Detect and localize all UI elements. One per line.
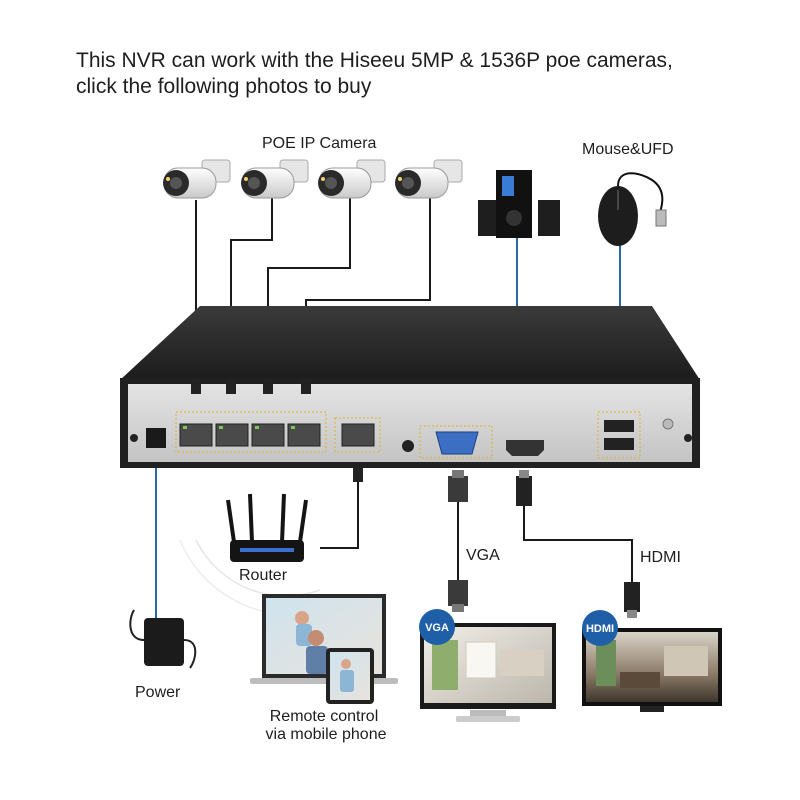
mouse-ufd-label: Mouse&UFD: [582, 141, 674, 158]
headline: This NVR can work with the Hiseeu 5MP & …: [76, 48, 776, 100]
poe-camera-1: [163, 159, 231, 199]
hdmi-badge: HDMI: [582, 610, 618, 646]
poe-camera-4: [395, 159, 463, 199]
usb-flash-drive-icon: [655, 209, 667, 227]
router-cable: [320, 470, 359, 549]
mobile-phone-icon: [326, 648, 374, 704]
hdmi-cable: [523, 505, 633, 582]
poe-camera-2: [241, 159, 309, 199]
speaker-icon: [478, 170, 560, 238]
vga-plug-top: [448, 470, 468, 502]
nvr-recorder: [120, 306, 700, 468]
remote-control-label-line-1: Remote control: [269, 708, 379, 725]
dc-power-port: [146, 428, 166, 448]
usb-port-1: [604, 420, 634, 432]
hdmi-label: HDMI: [640, 549, 681, 566]
mouse-icon: [598, 172, 664, 246]
hdmi-port: [506, 440, 544, 456]
hdmi-plug-top: [516, 470, 532, 506]
router-icon: [179, 493, 331, 616]
hdmi-plug-bottom: [624, 582, 640, 618]
headline-line-1: This NVR can work with the Hiseeu 5MP & …: [76, 49, 673, 72]
lan-port: [341, 423, 375, 447]
router-label: Router: [239, 567, 288, 584]
vga-badge-text: VGA: [425, 622, 449, 634]
vga-label: VGA: [466, 547, 500, 564]
power-adapter-icon: [129, 609, 197, 669]
power-label: Power: [135, 684, 181, 701]
vga-port: [435, 431, 479, 455]
poe-camera-3: [318, 159, 386, 199]
headline-line-2: click the following photos to buy: [76, 75, 372, 98]
poe-camera-label: POE IP Camera: [262, 135, 377, 152]
vga-plug-bottom: [448, 580, 468, 612]
poe-ports: [179, 423, 321, 447]
laptop-icon: [250, 594, 398, 684]
remote-control-label-line-2: via mobile phone: [265, 726, 387, 743]
vga-badge: VGA: [419, 609, 455, 645]
usb-port-2: [604, 438, 634, 450]
hdmi-badge-text: HDMI: [586, 623, 614, 635]
audio-out-port: [402, 440, 414, 452]
